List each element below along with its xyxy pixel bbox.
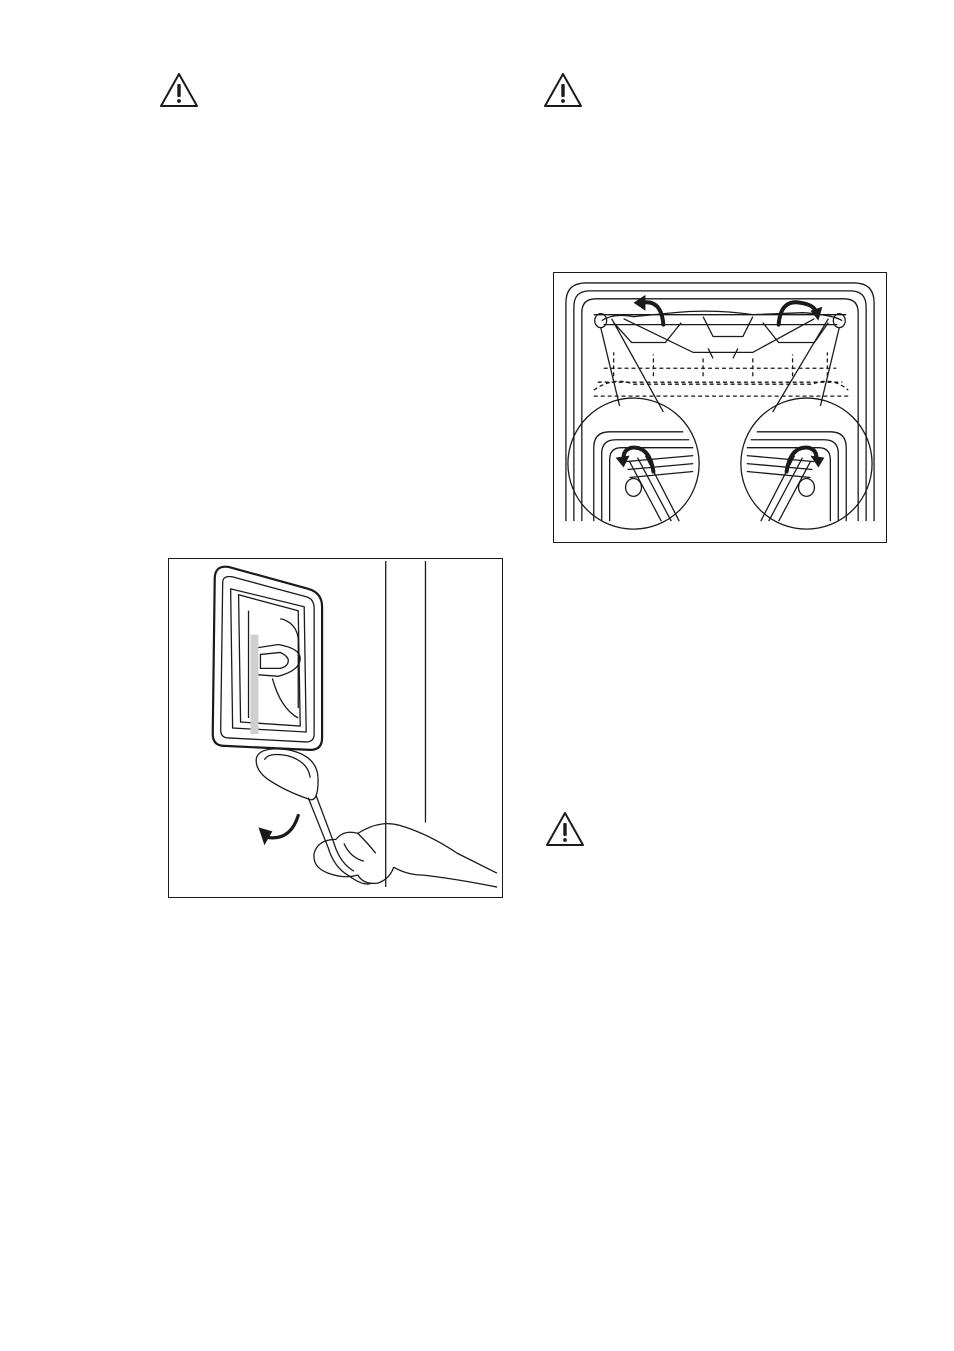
warning-triangle-icon [543,72,583,108]
spoon-lamp-cover-illustration [169,559,502,897]
warning-triangle-icon [159,72,199,108]
shelf-support-removal-figure [553,272,887,543]
oven-shelf-supports-illustration [554,273,886,542]
warning-triangle-icon [545,811,585,847]
lamp-cover-removal-figure [168,558,503,898]
